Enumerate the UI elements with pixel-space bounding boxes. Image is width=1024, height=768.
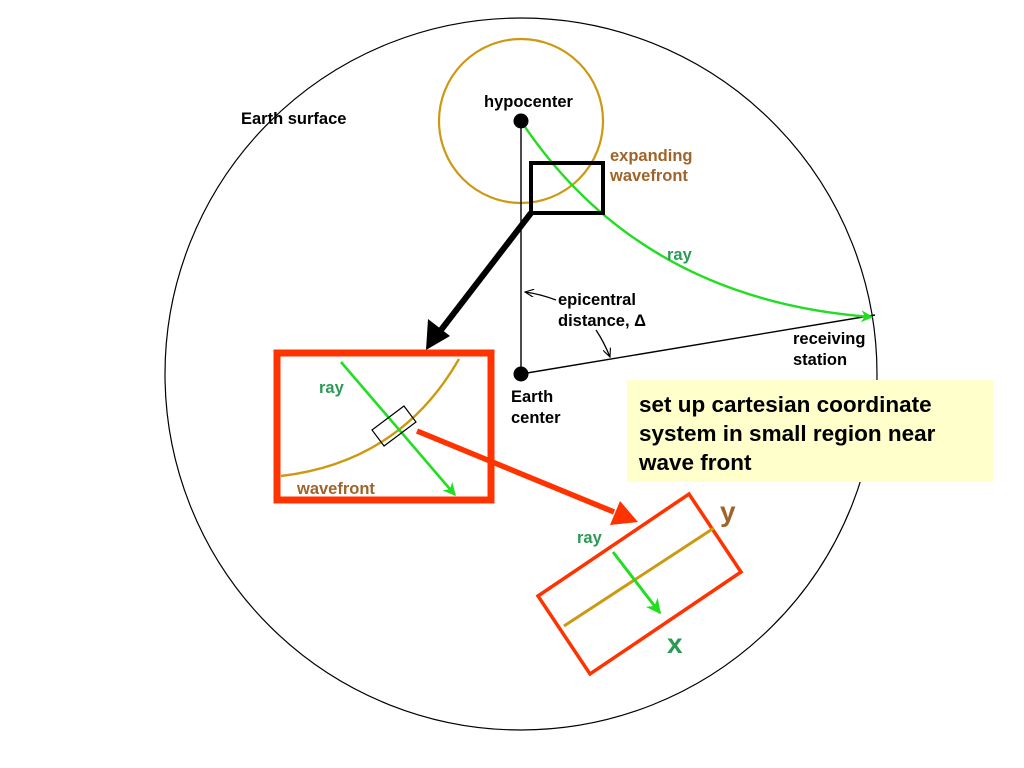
earth-surface-circle [164, 17, 878, 731]
zoom-ray-arrow [340, 361, 456, 496]
ray-path [520, 120, 874, 323]
local-wavefront-line [563, 526, 715, 628]
expanding-wavefront-label-line2: wavefront [609, 167, 688, 185]
local-coordinate-box [535, 491, 744, 677]
zoom-ray-label: ray [319, 379, 345, 397]
receiving-station-label-line2: station [793, 351, 847, 369]
explanation-note: set up cartesian coordinate system in sm… [627, 380, 993, 482]
y-axis-label: y [720, 496, 736, 527]
hypocenter-label: hypocenter [484, 93, 574, 111]
receiving-station-label-line1: receiving [793, 330, 865, 348]
earth-center-label-line2: center [511, 409, 561, 427]
zoom-arrow-shaft [438, 211, 534, 332]
zoom-wavefront-label: wavefront [296, 480, 375, 498]
hypocenter-dot [513, 113, 529, 129]
local-zoom-arrow-shaft [415, 428, 616, 515]
earth-surface-label: Earth surface [241, 110, 346, 128]
center-station-line [520, 314, 876, 375]
zoom-arrow-head [426, 319, 450, 350]
earth-center-dot [513, 366, 529, 382]
x-axis-label: x [667, 628, 683, 659]
epicentral-pointer-arrow [525, 292, 557, 301]
local-ray-arrow [611, 551, 662, 615]
ray-label: ray [667, 246, 693, 264]
earth-center-label-line1: Earth [511, 388, 553, 406]
local-ray-label: ray [577, 529, 603, 547]
local-zoom-arrow-head [610, 501, 638, 525]
distance-pointer-arrow [595, 329, 610, 357]
epicentral-label-line2: distance, Δ [558, 312, 646, 330]
small-local-box [371, 405, 417, 447]
zoom-wavefront-curve [280, 358, 461, 478]
selection-box [529, 161, 605, 215]
zoom-region-box [273, 349, 495, 504]
epicentral-label-line1: epicentral [558, 291, 636, 309]
expanding-wavefront-label-line1: expanding [610, 147, 693, 165]
